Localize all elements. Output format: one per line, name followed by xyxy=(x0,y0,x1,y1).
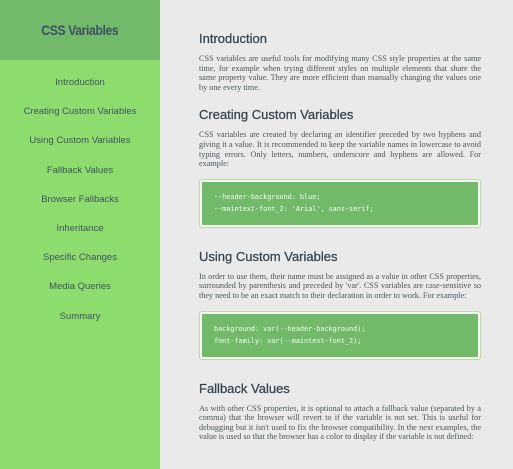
section-title-creating: Creating Custom Variables xyxy=(199,107,354,123)
section-text-creating: CSS variables are created by declaring a… xyxy=(199,130,481,169)
section-title-using: Using Custom Variables xyxy=(199,248,338,264)
section-creating-custom-variables: Creating Custom Variables CSS variables … xyxy=(199,107,481,227)
nav-link-fallback-values[interactable]: Fallback Values xyxy=(46,164,114,176)
sidebar-header: CSS Variables xyxy=(0,0,160,60)
nav-link-inheritance[interactable]: Inheritance xyxy=(56,222,104,234)
main-content: Introduction CSS variables are useful to… xyxy=(199,0,481,442)
code-line: background: var(--header-background); xyxy=(214,324,366,333)
section-using-custom-variables: Using Custom Variables In order to use t… xyxy=(199,249,481,359)
code-block-using: background: var(--header-background); fo… xyxy=(200,311,480,359)
section-introduction: Introduction CSS variables are useful to… xyxy=(199,31,481,92)
section-title-introduction: Introduction xyxy=(199,31,267,46)
code-line: font-family: var(--maintext-font_2); xyxy=(214,337,362,346)
nav-link-using-custom-variables[interactable]: Using Custom Variables xyxy=(29,135,131,147)
nav-link-summary[interactable]: Summary xyxy=(59,310,101,322)
sidebar: CSS Variables Introduction Creating Cust… xyxy=(0,0,160,469)
code-line: --header-background: blue; xyxy=(214,192,321,201)
nav-link-specific-changes[interactable]: Specific Changes xyxy=(43,252,117,264)
section-title-fallback: Fallback Values xyxy=(199,380,290,396)
section-text-fallback: As with other CSS properties, it is opti… xyxy=(199,403,481,442)
nav-link-introduction[interactable]: Introduction xyxy=(55,77,105,88)
nav-link-browser-fallbacks[interactable]: Browser Fallbacks xyxy=(41,193,119,205)
sidebar-nav: Introduction Creating Custom Variables U… xyxy=(0,68,160,331)
section-text-introduction: CSS variables are useful tools for modif… xyxy=(199,54,481,92)
code-block-creating: --header-background: blue; --maintext-fo… xyxy=(200,179,480,227)
nav-link-creating-custom-variables[interactable]: Creating Custom Variables xyxy=(23,106,137,118)
section-text-using: In order to use them, their name must be… xyxy=(199,271,481,300)
nav-link-media-queries[interactable]: Media Queries xyxy=(49,281,111,293)
code-line: --maintext-font_2: 'Arial', sans-serif; xyxy=(214,205,374,214)
section-fallback-values: Fallback Values As with other CSS proper… xyxy=(199,380,481,442)
sidebar-title: CSS Variables xyxy=(41,22,119,38)
